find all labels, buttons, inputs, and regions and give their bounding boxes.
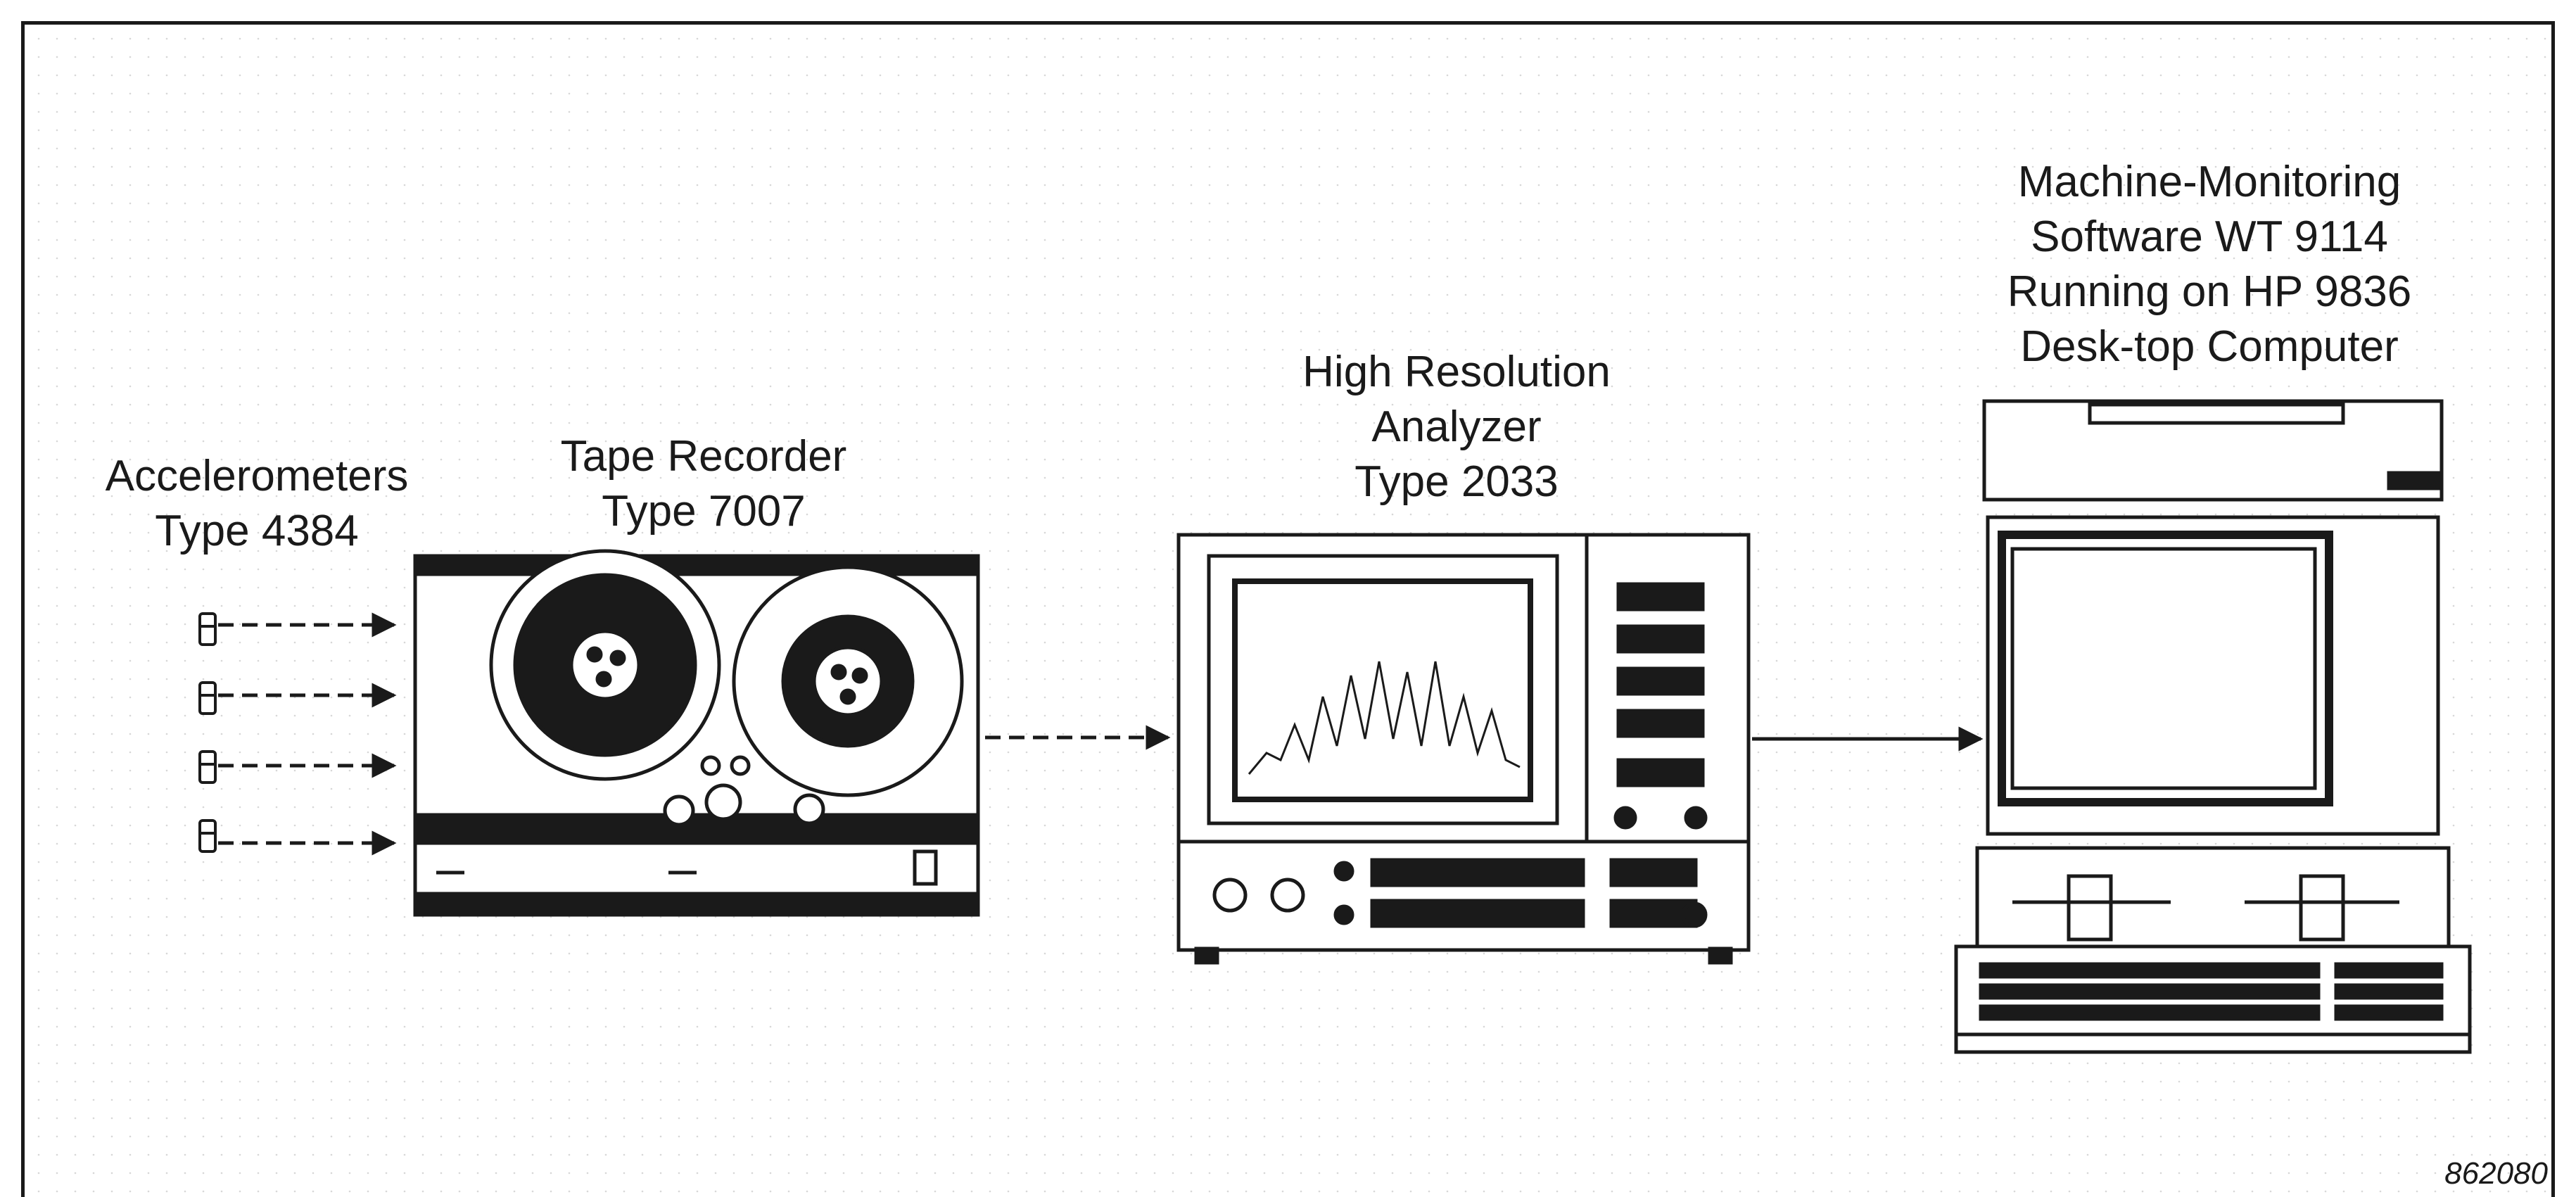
accelerometer-icon xyxy=(198,750,397,784)
analyzer-label-line-3: Type 2033 xyxy=(1354,457,1559,506)
analyzer-label-line-2: Analyzer xyxy=(1371,403,1542,451)
accelerometer-icon xyxy=(198,819,397,856)
analyzer-icon xyxy=(1176,533,1751,965)
tape-recorder-label: Tape Recorder Type 7007 xyxy=(507,429,901,539)
accelerometers-label: Accelerometers Type 4384 xyxy=(63,449,450,559)
accelerometers-label-line-2: Type 4384 xyxy=(155,507,359,555)
computer-label-line-2: Software WT 9114 xyxy=(2031,213,2388,261)
computer-label: Machine-Monitoring Software WT 9114 Runn… xyxy=(1928,155,2491,374)
figure-number: 862080 xyxy=(2444,1156,2548,1191)
computer-label-line-4: Desk-top Computer xyxy=(2020,322,2399,371)
tape-recorder-label-line-2: Type 7007 xyxy=(602,487,806,536)
accelerometers xyxy=(198,612,397,856)
tape-recorder-icon xyxy=(413,549,980,917)
tape-recorder-label-line-1: Tape Recorder xyxy=(560,432,847,481)
accelerometer-icon xyxy=(198,681,397,715)
computer-label-line-1: Machine-Monitoring xyxy=(2017,158,2401,206)
computer-label-line-3: Running on HP 9836 xyxy=(2007,267,2412,316)
accelerometers-label-line-1: Accelerometers xyxy=(105,452,409,500)
analyzer-label-line-1: High Resolution xyxy=(1302,348,1611,396)
accelerometer-icon xyxy=(198,612,397,646)
figure-frame xyxy=(21,21,2555,1197)
computer-icon xyxy=(1954,399,2472,1054)
analyzer-label: High Resolution Analyzer Type 2033 xyxy=(1245,345,1668,509)
